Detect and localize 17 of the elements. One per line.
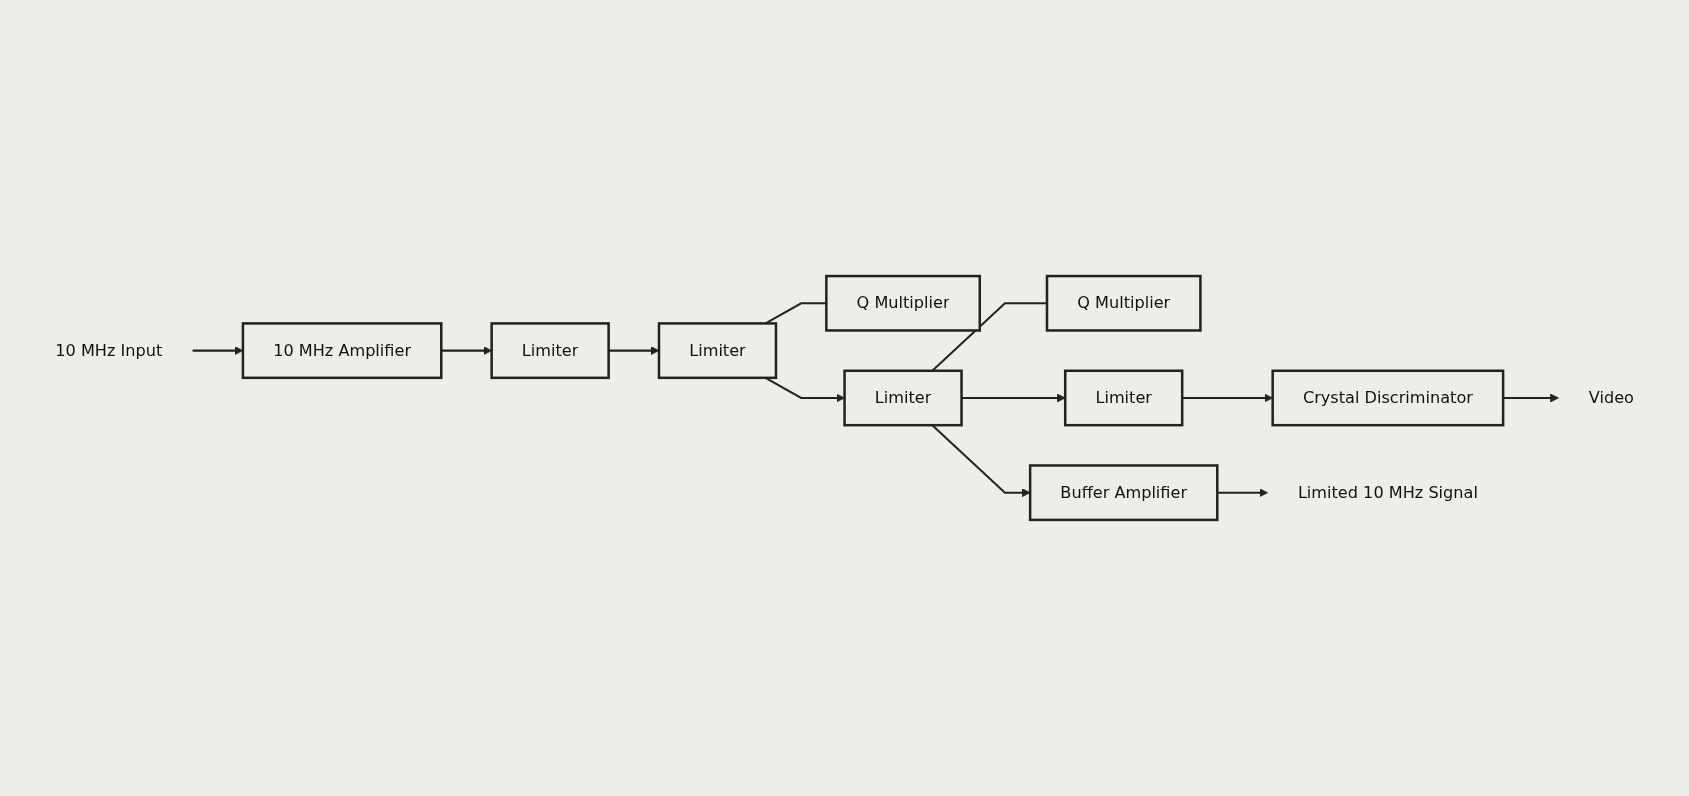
node-box: Limiter: [490, 322, 610, 380]
node-box: Limiter: [843, 369, 963, 427]
node-text: Video: [1588, 387, 1634, 408]
arrow: [1217, 488, 1268, 498]
node-box: Limiter: [1063, 369, 1184, 427]
arrow: [441, 346, 492, 356]
node-box: Q Multiplier: [824, 274, 981, 332]
arrow: [1503, 393, 1559, 403]
arrow: [1182, 393, 1273, 403]
node-text: 10 MHz Input: [55, 340, 163, 360]
node-text: Limited 10 MHz Signal: [1297, 482, 1478, 502]
arrow: [961, 393, 1066, 403]
node-box: Q Multiplier: [1045, 274, 1202, 332]
node-box: Crystal Discriminator: [1271, 369, 1505, 427]
node-box: Limiter: [657, 322, 778, 380]
node-box: Buffer Amplifier: [1028, 464, 1219, 522]
node-box: 10 MHz Amplifier: [241, 322, 443, 380]
